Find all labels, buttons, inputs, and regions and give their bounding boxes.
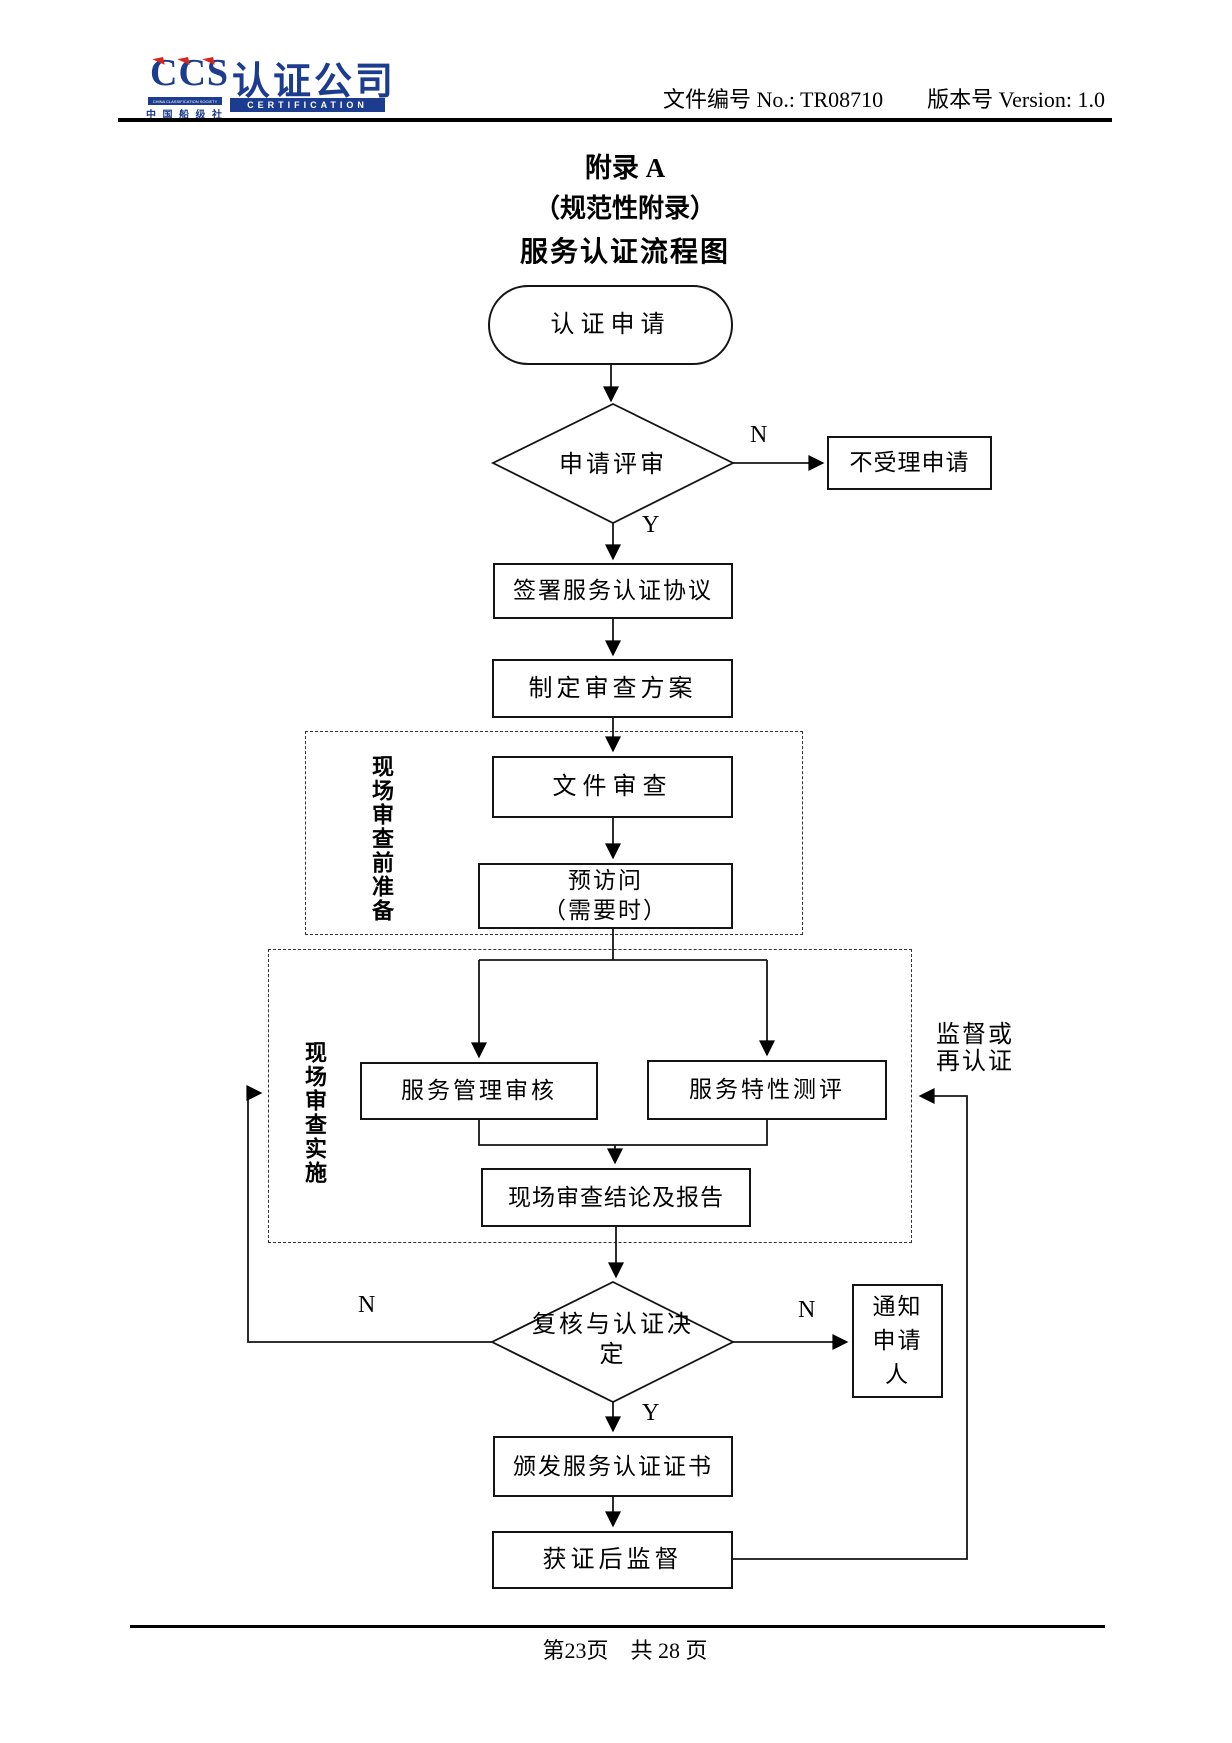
footer-rule (130, 1625, 1105, 1628)
node-pre-visit: 预访问 （需要时） (478, 863, 733, 929)
logo-brand-en: CERTIFICATION (230, 98, 385, 112)
node-service-characteristic-eval: 服务特性测评 (647, 1060, 887, 1120)
node-reject-application: 不受理申请 (827, 436, 992, 490)
node-post-certification-supervision: 获证后监督 (492, 1531, 733, 1589)
node-issue-certificate: 颁发服务认证证书 (493, 1436, 733, 1497)
document-number-and-version: 文件编号 No.: TR08710 版本号 Version: 1.0 (662, 87, 1105, 112)
logo-tagline-cn: 中 国 船 级 社 (146, 110, 224, 121)
label-supervision-recert: 监督或 再认证 (936, 1022, 1014, 1075)
label-decision-n-left: N (358, 1292, 376, 1318)
arrow-supervision-loop-to-onsite (733, 1088, 968, 1560)
line-branch-merge (478, 1120, 768, 1146)
ccs-logo: CCS CHINA CLASSIFICATION SOCIETY 中 国 船 级… (120, 46, 410, 121)
decision-review-diamond (490, 402, 736, 525)
label-review-y: Y (642, 512, 660, 538)
group-onsite-frame (268, 949, 912, 1243)
appendix-title: 附录 A (584, 153, 666, 183)
group-onsite-label: 现场审查实施 (302, 1041, 327, 1185)
label-decision-y: Y (642, 1400, 660, 1426)
group-pre-onsite-frame (305, 731, 803, 935)
decision-final-diamond (489, 1280, 736, 1404)
node-make-audit-plan: 制定审查方案 (492, 659, 733, 718)
arrow-decision-n-loop-to-onsite (246, 1085, 492, 1343)
appendix-subtitle: （规范性附录） (533, 194, 716, 223)
ccs-acronym: CCS (150, 52, 230, 94)
flowchart-title: 服务认证流程图 (519, 237, 730, 268)
header-rule (118, 118, 1112, 122)
label-decision-n-right: N (798, 1297, 816, 1323)
node-review-decision-label: 申请评审 (559, 452, 667, 478)
group-pre-onsite-label: 现场审查前准备 (369, 755, 394, 923)
node-start-terminator: 认证申请 (488, 285, 733, 365)
node-final-decision-label: 复核与认证决 定 (532, 1312, 694, 1368)
node-service-management-audit: 服务管理审核 (360, 1062, 598, 1120)
node-document-review: 文件审查 (492, 756, 733, 818)
label-review-n: N (750, 422, 768, 448)
logo-brand-cn: 认证公司 (232, 61, 397, 103)
page-number: 第23页 共 28 页 (542, 1638, 708, 1663)
logo-tagline-en: CHINA CLASSIFICATION SOCIETY (148, 97, 222, 105)
node-notify-applicant: 通知 申请 人 (852, 1284, 943, 1398)
node-onsite-conclusion-report: 现场审查结论及报告 (481, 1168, 751, 1227)
node-sign-agreement: 签署服务认证协议 (493, 563, 733, 619)
